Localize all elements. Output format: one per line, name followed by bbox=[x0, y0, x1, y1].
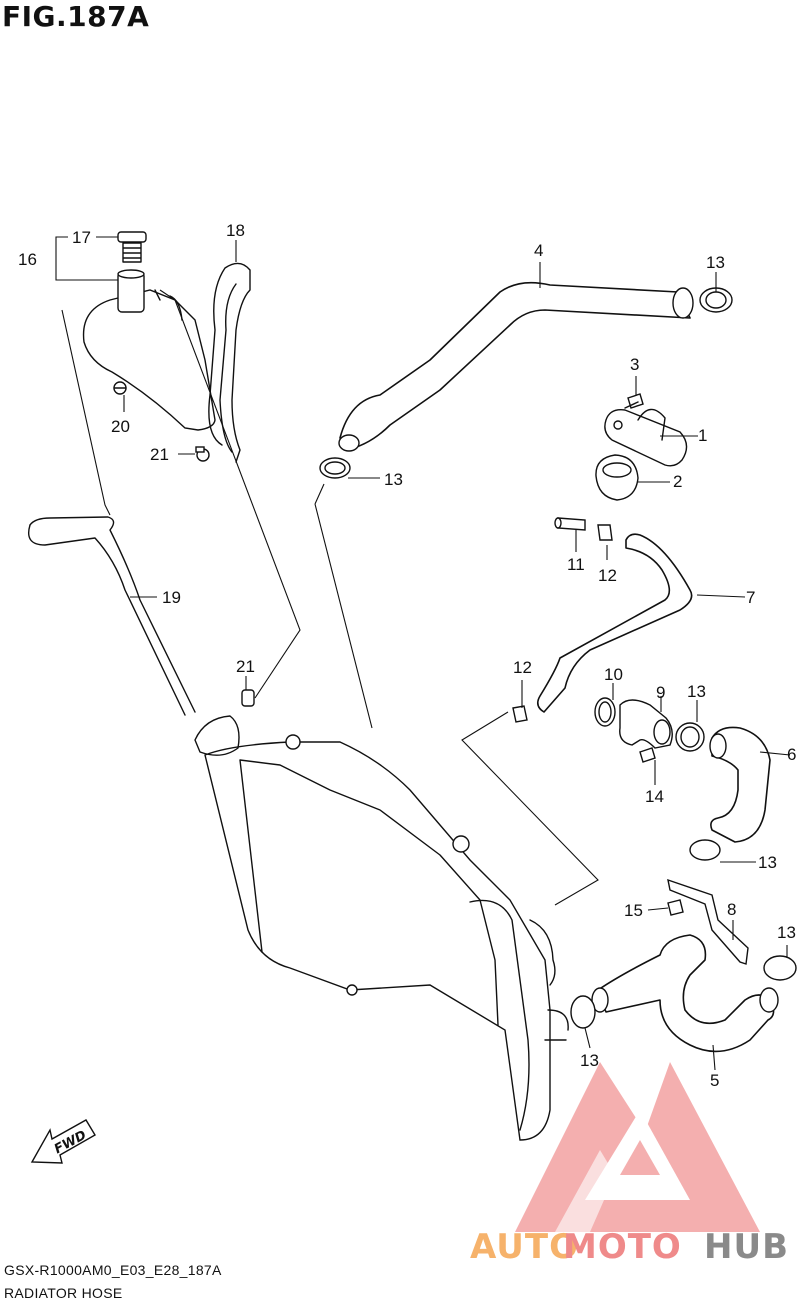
clamp-small-lower bbox=[241, 689, 255, 707]
callout-20: 20 bbox=[111, 417, 130, 436]
watermark-auto: AUTO bbox=[470, 1227, 579, 1267]
hose-clamp-outlet bbox=[675, 722, 705, 752]
callout-18: 18 bbox=[226, 221, 245, 240]
hose-clamp-upper-left bbox=[319, 457, 351, 479]
callout-15: 15 bbox=[624, 901, 643, 920]
callout-13-upper-left: 13 bbox=[384, 470, 403, 489]
fitting-bolt bbox=[639, 747, 656, 763]
thermostat-bolt bbox=[624, 393, 644, 409]
callout-1: 1 bbox=[698, 426, 707, 445]
watermark-moto: MOTO bbox=[563, 1227, 682, 1267]
siphon-hose bbox=[27, 516, 196, 716]
callout-21-lower: 21 bbox=[236, 657, 255, 676]
callout-10: 10 bbox=[604, 665, 623, 684]
hose-bracket bbox=[667, 878, 749, 965]
radiator bbox=[194, 715, 569, 1141]
hose-clamp-lower-left bbox=[570, 995, 596, 1029]
bypass-fitting bbox=[554, 517, 586, 531]
callout-13-top: 13 bbox=[706, 253, 725, 272]
diagram-code: GSX-R1000AM0_E03_E28_187A bbox=[4, 1262, 222, 1278]
callout-19: 19 bbox=[162, 588, 181, 607]
bypass-clamp-upper bbox=[597, 524, 613, 541]
callout-5: 5 bbox=[710, 1071, 719, 1090]
o-ring bbox=[594, 697, 616, 727]
bypass-clamp-lower bbox=[512, 705, 528, 723]
callout-13-bottom: 13 bbox=[580, 1051, 599, 1070]
thermostat bbox=[595, 454, 639, 501]
callout-6: 6 bbox=[787, 745, 796, 764]
thermostat-cover bbox=[604, 408, 688, 467]
watermark-logo bbox=[515, 1062, 760, 1232]
leader-lines bbox=[55, 236, 791, 1071]
callout-12-lower: 12 bbox=[513, 658, 532, 677]
callout-7: 7 bbox=[746, 588, 755, 607]
callout-13-right: 13 bbox=[777, 923, 796, 942]
callouts: 1 2 3 4 5 6 7 8 9 10 11 12 12 13 13 13 1… bbox=[18, 221, 796, 1090]
callout-16: 16 bbox=[18, 250, 37, 269]
radiator-hose-lower bbox=[591, 934, 779, 1053]
reservoir-bolt bbox=[113, 381, 127, 395]
hose-clamp-lower-right bbox=[763, 955, 797, 981]
figure-title: FIG.187A bbox=[2, 0, 150, 33]
radiator-hose-6 bbox=[709, 726, 771, 843]
bracket-bolt bbox=[667, 899, 684, 916]
water-outlet-fitting bbox=[619, 699, 673, 749]
callout-12-upper: 12 bbox=[598, 566, 617, 585]
callout-8: 8 bbox=[727, 900, 736, 919]
callout-11: 11 bbox=[567, 555, 585, 574]
hose-clamp-6-lower bbox=[689, 839, 721, 861]
reservoir-tank bbox=[82, 269, 216, 431]
callout-13-hose6: 13 bbox=[758, 853, 777, 872]
callout-2: 2 bbox=[673, 472, 682, 491]
callout-3: 3 bbox=[630, 355, 639, 374]
overflow-hose bbox=[208, 262, 251, 463]
callout-13-outlet: 13 bbox=[687, 682, 706, 701]
diagram-caption: RADIATOR HOSE bbox=[4, 1285, 123, 1301]
callout-14: 14 bbox=[645, 787, 664, 806]
callout-21-upper: 21 bbox=[150, 445, 169, 464]
callout-17: 17 bbox=[72, 228, 91, 247]
watermark-hub: HUB bbox=[704, 1227, 789, 1267]
reservoir-cap bbox=[117, 231, 147, 263]
callout-4: 4 bbox=[534, 241, 543, 260]
fwd-arrow-icon: FWD bbox=[30, 1119, 96, 1164]
callout-9: 9 bbox=[656, 683, 665, 702]
watermark-text: AUTO MOTO HUB bbox=[470, 1227, 789, 1267]
radiator-hose-upper bbox=[338, 281, 694, 452]
bypass-hose bbox=[536, 533, 693, 713]
clamp-small-upper bbox=[195, 446, 210, 462]
